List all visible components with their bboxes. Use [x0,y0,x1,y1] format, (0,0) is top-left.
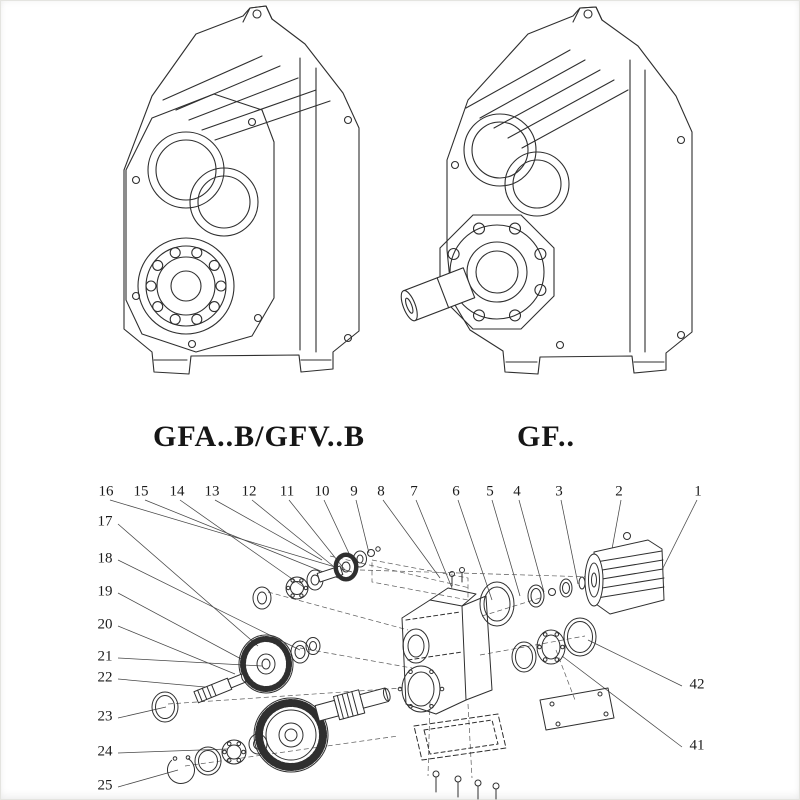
part-number-label: 22 [97,669,113,686]
output-shaft [400,267,476,322]
gearbox-line-drawings [123,5,693,375]
part-number-label: 4 [513,483,521,500]
part-number-label: 18 [97,550,113,567]
part-number-label: 21 [97,648,113,665]
part-number-label: 6 [452,483,460,500]
part-number-label: 24 [97,743,113,760]
part-number-label: 14 [169,483,185,500]
part-number-label: 17 [97,513,113,530]
cooling-ribs [162,55,331,141]
exploded-parts-diagram [109,499,698,800]
gearbox-drawing-shaft-output [400,6,693,375]
part-number-label: 13 [204,483,220,500]
input-bores [450,113,570,217]
part-number-label: 15 [133,483,149,500]
output-bearing [137,237,235,335]
lifting-eye [572,6,603,23]
part-number-label: 19 [97,583,113,600]
part-number-label: 42 [689,676,705,693]
motor-unit [578,532,665,615]
intermediate-gear-parts [151,634,321,723]
gasket-and-bolts [413,713,507,800]
model-label-right: GF.. [517,420,575,453]
part-number-label: 10 [314,483,330,500]
model-label-left: GFA..B/GFV..B [153,420,365,453]
part-number-label: 7 [410,483,418,500]
housing-screws [449,567,465,587]
gear-housing [397,587,493,715]
side-panel-band [629,59,686,353]
part-number-label: 5 [486,483,494,500]
mounting-feet [505,340,665,363]
cooling-ribs [465,49,629,149]
part-number-label: 2 [615,483,623,500]
output-flange [439,214,555,330]
input-shaft-parts [252,546,381,610]
part-number-label: 11 [279,483,295,500]
leader-lines [109,499,698,788]
side-panel-band [299,57,353,353]
output-gear-parts [167,687,391,784]
part-number-label: 9 [350,483,358,500]
housing-front-plate [125,93,275,353]
part-number-label: 16 [98,483,114,500]
input-bores [147,131,259,237]
part-number-label: 25 [97,777,113,794]
part-number-label: 20 [97,616,113,633]
part-number-label: 8 [377,483,385,500]
part-number-label: 3 [555,483,563,500]
cover-plate [539,687,615,731]
part-number-label: 41 [689,737,705,754]
output-side-rings [511,617,597,673]
gearbox-drawing-foot-mounted [123,5,360,375]
part-number-label: 23 [97,708,113,725]
part-number-label: 12 [241,483,257,500]
part-number-label: 1 [694,483,702,500]
input-side-rings [479,578,573,627]
